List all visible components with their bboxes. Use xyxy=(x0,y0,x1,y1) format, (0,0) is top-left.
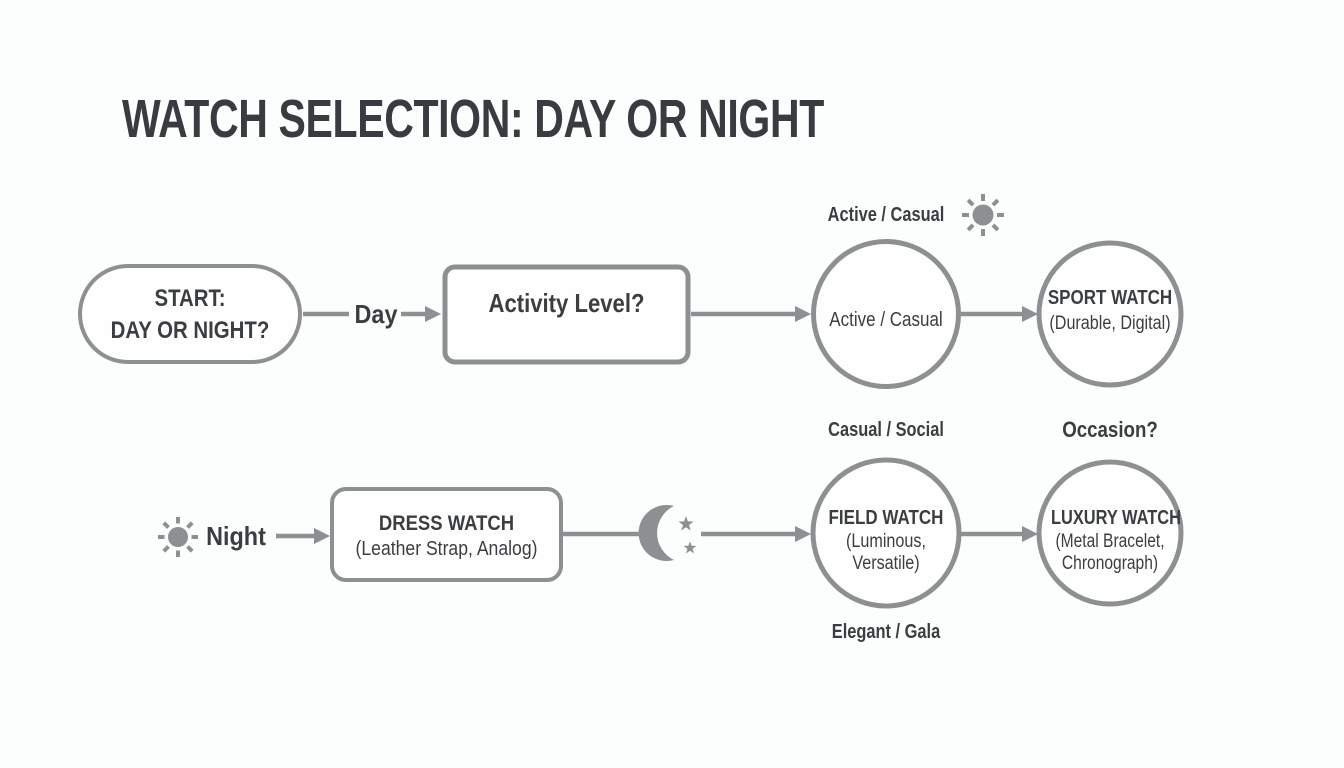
activity-node-label: Activity Level? xyxy=(488,288,645,318)
arrowhead xyxy=(425,306,441,322)
star-icon xyxy=(683,541,697,554)
arrowhead xyxy=(795,306,811,322)
active-casual-node-label: Active / Casual xyxy=(829,309,943,331)
start-node-line1: START: xyxy=(154,285,226,312)
field-watch-bottom-label: Elegant / Gala xyxy=(831,621,941,643)
dress-watch-detail: (Leather Strap, Analog) xyxy=(355,538,538,560)
sun-icon xyxy=(158,517,198,557)
page-title: WATCH SELECTION: DAY OR NIGHT xyxy=(122,89,824,149)
luxury-watch-top-label: Occasion? xyxy=(1062,417,1158,442)
luxury-watch-node: LUXURY WATCH (Metal Bracelet, Chronograp… xyxy=(1050,505,1181,575)
dress-watch-name: DRESS WATCH xyxy=(378,512,515,535)
field-watch-node: FIELD WATCH (Luminous, Versatile) xyxy=(823,505,949,575)
start-node-shape xyxy=(78,264,302,364)
field-watch-name: FIELD WATCH xyxy=(828,507,944,529)
field-watch-detail-line1: (Luminous, xyxy=(846,531,926,552)
sport-watch-node: SPORT WATCH (Durable, Digital) xyxy=(1042,285,1178,336)
luxury-watch-node-shape xyxy=(1036,459,1184,607)
luxury-watch-name: LUXURY WATCH xyxy=(1050,507,1181,529)
night-branch-label: Night xyxy=(206,521,266,551)
day-branch-label: Day xyxy=(354,299,398,329)
active-casual-node-shape xyxy=(811,239,961,389)
sport-watch-name: SPORT WATCH xyxy=(1047,287,1173,309)
star-icon xyxy=(678,516,694,531)
arrowhead xyxy=(795,526,811,542)
arrowhead xyxy=(1022,526,1038,542)
dress-watch-node: DRESS WATCH (Leather Strap, Analog) xyxy=(346,510,548,561)
sport-watch-detail: (Durable, Digital) xyxy=(1049,313,1171,334)
start-node-line2: DAY OR NIGHT? xyxy=(110,317,270,344)
activity-node-shape xyxy=(442,264,691,365)
luxury-watch-detail-line2: Chronograph) xyxy=(1061,553,1159,574)
sun-icon xyxy=(962,194,1004,236)
dress-watch-node-shape xyxy=(330,487,563,582)
arrowheads xyxy=(314,306,1038,544)
connector-lines xyxy=(276,311,1024,539)
luxury-watch-detail-line1: (Metal Bracelet, xyxy=(1055,531,1165,552)
field-watch-detail-line2: Versatile) xyxy=(852,553,920,574)
field-watch-top-label: Casual / Social xyxy=(828,419,944,441)
active-casual-top-label: Active / Casual xyxy=(827,204,945,226)
crescent-shape xyxy=(638,505,674,561)
sport-watch-node-shape xyxy=(1036,240,1184,388)
arrowhead xyxy=(1022,306,1038,322)
field-watch-node-shape xyxy=(810,457,962,609)
start-node: START: DAY OR NIGHT? xyxy=(97,283,284,347)
arrowhead xyxy=(314,528,330,544)
crescent-moon-icon xyxy=(638,505,697,561)
